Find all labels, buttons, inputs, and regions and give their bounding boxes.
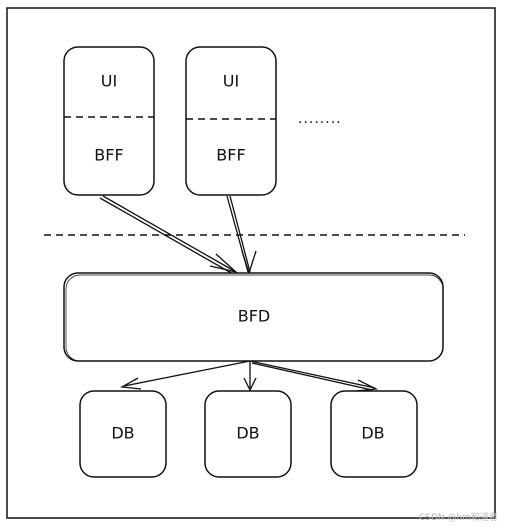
outer-frame [6, 7, 496, 519]
bff-to-bfd-arrows [99, 195, 257, 276]
db-box-2-label: DB [236, 424, 259, 443]
db-box-1-frame [79, 390, 167, 478]
db-box-3-frame [330, 390, 418, 478]
bfd-to-db-arrows [119, 360, 379, 392]
arrowhead-db1 [119, 377, 142, 390]
arrowhead-bff1 [209, 253, 239, 274]
db-box-3: DB [330, 390, 418, 478]
bfd-box: BFD [63, 272, 444, 362]
client-card-2-ui-label: UI [223, 72, 239, 91]
client-card-1: UI BFF [63, 46, 155, 196]
watermark-text: CSDN @hm和道者 [419, 511, 498, 523]
client-card-1-frame [63, 46, 155, 196]
client-card-2-frame [185, 46, 277, 196]
db-box-1: DB [79, 390, 167, 478]
arrowhead-db2 [243, 377, 257, 392]
db-box-1-label: DB [111, 424, 134, 443]
bfd-label: BFD [238, 307, 271, 326]
arrow-bff1-to-bfd [102, 195, 237, 273]
arrow-bff2-to-bfd-sketch [229, 195, 251, 273]
more-clients-ellipsis: ........ [298, 111, 342, 127]
arrow-bfd-to-db3-sketch [251, 362, 373, 391]
bfd-box-frame-sketch [65, 274, 444, 362]
db-box-3-label: DB [361, 424, 384, 443]
arrow-bff1-to-bfd-sketch [99, 197, 234, 275]
client-card-1-ui-label: UI [101, 72, 117, 91]
db-box-2: DB [204, 390, 292, 478]
client-card-1-bff-label: BFF [94, 146, 123, 165]
arrow-bfd-to-db3 [249, 360, 376, 389]
arrow-bfd-to-db1 [123, 360, 251, 387]
client-card-2-bff-label: BFF [216, 146, 245, 165]
client-card-2: UI BFF [185, 46, 277, 196]
db-box-2-frame [204, 390, 292, 478]
